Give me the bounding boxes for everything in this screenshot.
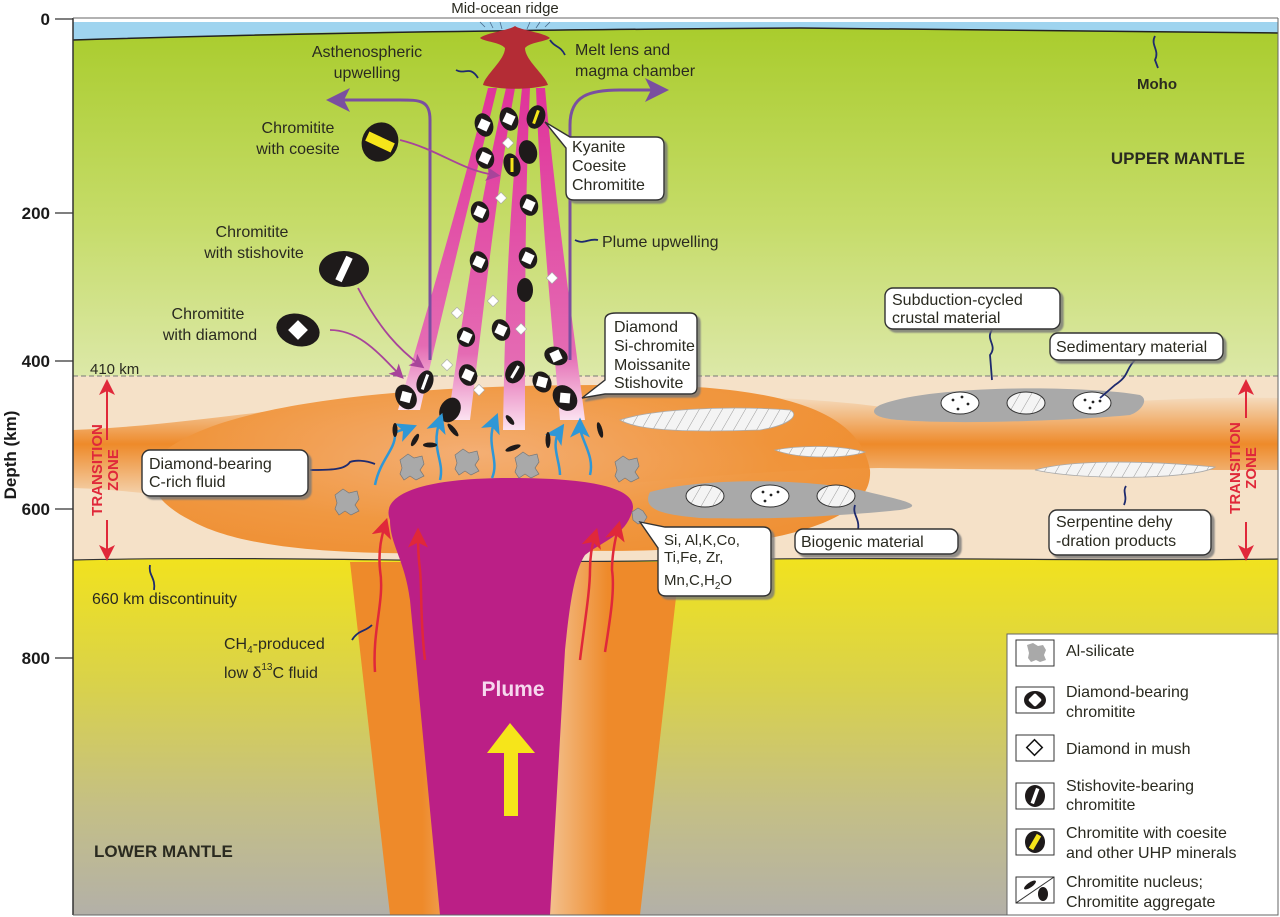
- asthenospheric-label-1: Asthenospheric: [312, 44, 422, 61]
- moho-label: Moho: [1137, 76, 1177, 93]
- kyanite-line-2: Coesite: [572, 158, 626, 175]
- sedimentary-label: Sedimentary material: [1056, 339, 1207, 356]
- melt-lens-label-1: Melt lens and: [575, 42, 670, 59]
- ch4-fluid-arrows: [371, 517, 625, 673]
- legend-label-diamond-bearing-1: Diamond-bearing: [1066, 684, 1189, 701]
- asthenospheric-flow-arrows: [326, 78, 669, 360]
- plume-upwelling-label: Plume upwelling: [602, 234, 719, 251]
- stishovite-bearing-chromitite-icon: [1025, 785, 1045, 807]
- diamond-box-line-1: Diamond: [614, 319, 678, 336]
- diamond-fluid-line-2: C-rich fluid: [149, 474, 225, 491]
- diamond-sample-icon: [276, 313, 320, 347]
- chromitite-pods: [395, 105, 578, 423]
- ch4-line-2: low δ13C fluid: [224, 662, 318, 682]
- diamond-fluid-line-1: Diamond-bearing: [149, 456, 272, 473]
- ridge-cracks: [479, 21, 551, 30]
- diamond-callout: [581, 312, 698, 399]
- tick-0: 0: [41, 10, 50, 29]
- diamond-box-line-2: Si-chromite: [614, 338, 695, 355]
- diamond-box-line-4: Stishovite: [614, 375, 683, 392]
- kyanite-callout: [544, 121, 665, 201]
- coesite-sample-icon: [361, 122, 399, 162]
- legend-label-al-silicate: Al-silicate: [1066, 643, 1135, 660]
- serpentine-callout: [1048, 509, 1212, 556]
- chromitite-coesite-label-1: Chromitite: [262, 120, 335, 137]
- subduction-line-2: crustal material: [892, 310, 1000, 327]
- material-clasts: [685, 391, 1112, 508]
- moho-line: [72, 27, 1279, 41]
- transition-label-2: ZONE: [105, 449, 122, 491]
- tick-600: 600: [22, 500, 50, 519]
- magma-chamber: [480, 26, 550, 89]
- 660-km-label: 660 km discontinuity: [92, 591, 237, 608]
- transition-label-1: TRANSITION: [89, 424, 106, 516]
- stishovite-sample-icon: [319, 251, 369, 287]
- chromitite-nuclei: [392, 415, 604, 452]
- elements-line-1: Si, Al,K,Co,: [664, 532, 740, 549]
- legend-label-nucleus-2: Chromitite aggregate: [1066, 894, 1216, 911]
- transition-label-right-1: TRANSITION: [1227, 422, 1244, 514]
- diamond-fluid-callout: [141, 449, 309, 497]
- diamond-in-mush-icon: [1025, 738, 1044, 757]
- tick-200: 200: [22, 204, 50, 223]
- subduction-line-1: Subduction-cycled: [892, 292, 1023, 309]
- serpentine-line-2: -dration products: [1056, 533, 1176, 550]
- chromitite-coesite-label-2: with coesite: [255, 141, 340, 158]
- sedimentary-callout: [1049, 332, 1224, 361]
- chromitite-stishovite-label-1: Chromitite: [216, 224, 289, 241]
- tick-800: 800: [22, 649, 50, 668]
- clast-dots: [761, 395, 1102, 503]
- elements-line-2: Ti,Fe, Zr,: [664, 549, 723, 566]
- chromitite-diamond-label-1: Chromitite: [172, 306, 245, 323]
- chromitite-coesite-icon: [1025, 831, 1045, 853]
- chromitite-nucleus-aggregate-icon: [1015, 876, 1055, 904]
- elements-line-3: Mn,C,H2O: [664, 572, 732, 592]
- legend-label-coesite-1: Chromitite with coesite: [1066, 825, 1227, 842]
- ch4-line-1: CH4-produced: [224, 636, 325, 656]
- al-silicate-icon: [1027, 643, 1046, 662]
- legend-label-stishovite-1: Stishovite-bearing: [1066, 778, 1194, 795]
- lower-mantle-label: LOWER MANTLE: [94, 842, 233, 861]
- al-silicate-blobs: [334, 448, 648, 525]
- chromitite-diamond-label-2: with diamond: [162, 327, 257, 344]
- plume: [388, 478, 633, 915]
- plume-direction-arrow: [487, 723, 535, 816]
- tick-400: 400: [22, 352, 50, 371]
- plume-label: Plume: [481, 678, 544, 701]
- legend-label-coesite-2: and other UHP minerals: [1066, 845, 1236, 862]
- serpentine-line-1: Serpentine dehy: [1056, 514, 1173, 531]
- legend-label-diamond-mush: Diamond in mush: [1066, 741, 1191, 758]
- legend-label-diamond-bearing-2: chromitite: [1066, 704, 1135, 721]
- upper-mantle-label: UPPER MANTLE: [1111, 149, 1245, 168]
- biogenic-callout: [794, 528, 959, 555]
- kyanite-line-1: Kyanite: [572, 139, 625, 156]
- diamonds-in-mush: [440, 136, 559, 397]
- transition-zone-marker-left: TRANSITION ZONE: [89, 379, 122, 561]
- elements-callout: [638, 520, 772, 597]
- 410-km-label: 410 km: [90, 361, 139, 378]
- legend-label-stishovite-2: chromitite: [1066, 797, 1135, 814]
- melt-lens-label-2: magma chamber: [575, 63, 696, 80]
- y-axis-label: Depth (km): [1, 411, 20, 500]
- asthenospheric-label-2: upwelling: [334, 65, 401, 82]
- legend-label-nucleus-1: Chromitite nucleus;: [1066, 874, 1203, 891]
- subduction-callout: [884, 287, 1061, 330]
- diamond-bearing-chromitite-icon: [1024, 691, 1046, 709]
- legend: Al-silicate Diamond-bearing chromitite D…: [1006, 633, 1279, 916]
- kyanite-line-3: Chromitite: [572, 177, 645, 194]
- source-arrows: [329, 139, 501, 379]
- ridge-label: Mid-ocean ridge: [451, 0, 559, 17]
- hatched-lenses: [619, 407, 1217, 478]
- depth-axis: 0 200 400 600 800 Depth (km): [1, 10, 1279, 916]
- leader-lines: [148, 35, 1159, 641]
- chromitite-stishovite-label-2: with stishovite: [203, 245, 304, 262]
- diamond-box-line-3: Moissanite: [614, 357, 691, 374]
- biogenic-label: Biogenic material: [801, 534, 924, 551]
- transition-zone-marker-right: TRANSITION ZONE: [1227, 379, 1260, 561]
- transition-label-right-2: ZONE: [1243, 447, 1260, 489]
- ocean-layer: [73, 22, 1278, 40]
